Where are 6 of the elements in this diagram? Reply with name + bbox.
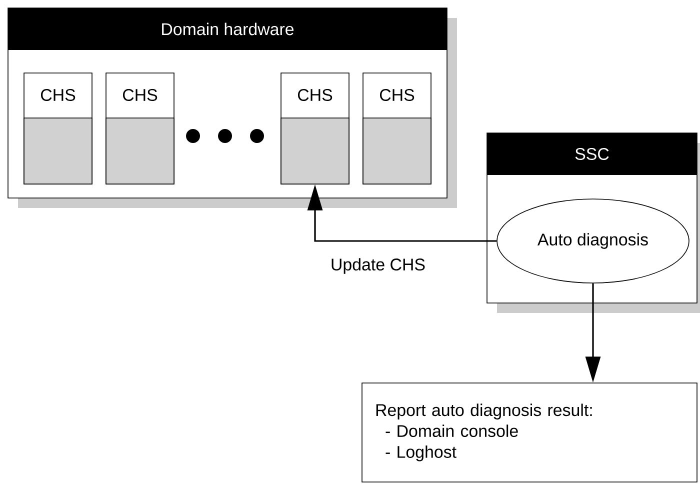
- chs-box: CHS: [362, 72, 432, 184]
- note-box: Report auto diagnosis result: - Domain console - Loghost: [362, 382, 698, 482]
- edge-label: Update CHS: [329, 257, 427, 275]
- chs-box: CHS: [106, 72, 174, 184]
- chs-box: CHS: [24, 72, 92, 184]
- chs-box: CHS: [280, 72, 350, 184]
